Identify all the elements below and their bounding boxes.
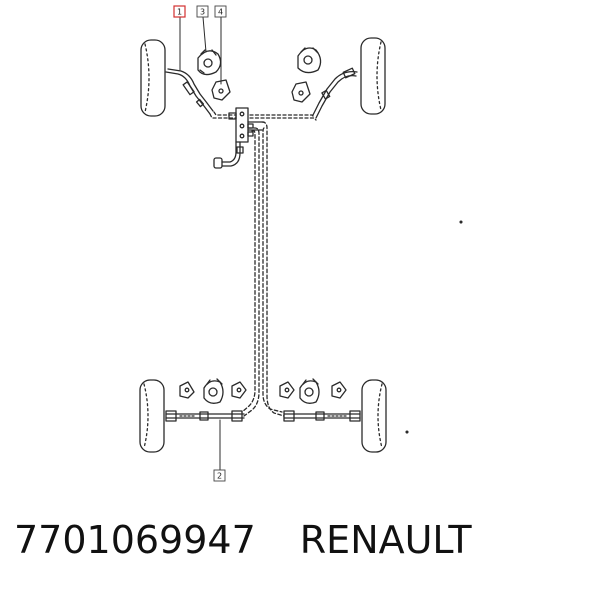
- callout-2-label: 2: [217, 472, 222, 481]
- front-left-brake-hose: [165, 68, 214, 115]
- front-right-wheel: [360, 37, 386, 115]
- callout-2-box: [213, 469, 226, 482]
- front-right-bracket: [291, 81, 311, 103]
- part-number: 7701069947: [14, 518, 256, 562]
- rear-brake-pipes: [241, 121, 285, 417]
- callout-4-box: [214, 5, 227, 18]
- callout-2: 2: [213, 469, 226, 482]
- front-left-caliper: [197, 49, 222, 76]
- callout-1-label: 1: [177, 8, 182, 17]
- rear-left-wheel: [139, 379, 165, 453]
- rear-left-caliper: [203, 378, 224, 404]
- brand-name: RENAULT: [299, 518, 472, 562]
- callout-3-box: [196, 5, 209, 18]
- front-right-caliper: [297, 47, 322, 74]
- rear-left-bracket-outer: [179, 381, 195, 399]
- callout-1-box: [173, 5, 186, 18]
- rear-left-brake-hose: [165, 410, 245, 422]
- rear-right-bracket-inner: [279, 381, 295, 399]
- rear-left-bracket-inner: [231, 381, 247, 399]
- rear-right-brake-hose: [283, 410, 361, 422]
- callout-3: 3: [196, 5, 209, 18]
- front-left-wheel: [140, 39, 166, 117]
- brake-system-diagram: 1 3 4 2: [139, 5, 463, 482]
- rear-right-wheel: [361, 379, 387, 453]
- callout-3-label: 3: [200, 8, 205, 17]
- callout-4: 4: [214, 5, 227, 18]
- callout-4-label: 4: [218, 8, 223, 17]
- front-right-brake-hose: [312, 67, 358, 119]
- front-left-bracket: [211, 79, 231, 101]
- front-brake-pipes: [209, 111, 317, 121]
- callout-1: 1: [173, 5, 186, 18]
- callout-leaders: [179, 16, 222, 471]
- rear-right-caliper: [299, 378, 320, 404]
- rear-right-bracket-outer: [331, 381, 347, 399]
- product-caption: 7701069947 RENAULT: [14, 510, 472, 570]
- distributor-outlet-hose: [213, 141, 244, 169]
